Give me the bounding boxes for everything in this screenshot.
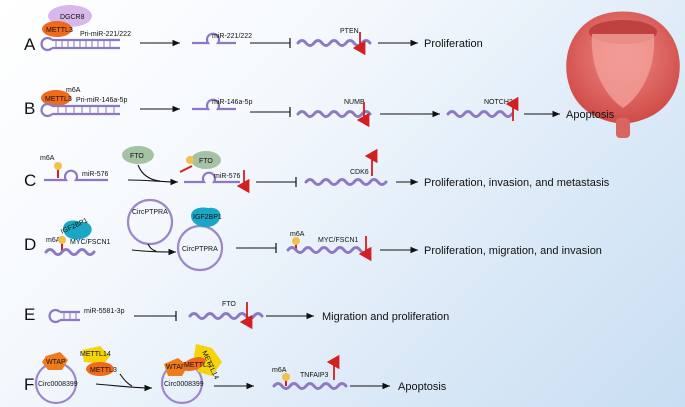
m6a-label: m6A [46,237,61,244]
m6a-bead [54,162,62,170]
igf2bp1-protein [63,220,92,240]
target-label: FTO [222,301,236,308]
arrow [119,373,133,387]
mirna-label: miR-5581-3p [84,308,125,315]
row-letter-c: C [24,171,36,190]
m6a-bead [186,156,194,164]
arrow [137,164,161,182]
wtap2-label: WTAP [166,364,186,371]
target-label: TNFAIP3 [300,372,329,379]
fto-protein [191,151,221,169]
mettl14-label: METTL14 [80,351,111,358]
wtap-protein [164,358,188,376]
mature-mirna [192,32,236,45]
mrna-wave [286,246,370,254]
circrna-label: CircPTPRA [132,209,168,216]
fto-protein [122,146,154,164]
outcome-label: Proliferation, invasion, and metastasis [424,177,610,189]
row-a: A DGCR8 METTL3 Pri-miR-221/222 miR-221/2… [24,5,483,56]
arrow [131,248,177,256]
target-label: CDK6 [350,169,369,176]
mrna-wave [188,312,264,320]
outcome-label: Apoptosis [566,109,615,121]
row-e: E miR-5581-3p FTO Migration and prolifer… [24,301,449,330]
mirna [44,169,108,182]
dgcr8-label: DGCR8 [60,14,85,21]
mrna-wave [446,110,514,118]
target-label: PTEN [340,28,359,35]
row-letter-e: E [24,305,35,324]
row-letter-a: A [24,35,36,54]
mettl3-label: METTL3 [90,367,117,374]
row-letter-b: B [24,99,35,118]
row-b: B m6A METTL3 Pri-miR-146a-5p miR-146a-5p… [24,87,615,128]
mrna-label: MYC/FSCN1 [70,239,111,246]
arrow [127,178,179,186]
mature-mirna-label: miR-146a-5p [212,99,253,106]
m6a-bead [58,236,66,244]
mirna2-label: miR-576 [214,173,241,180]
mettl14-protein [82,346,110,364]
row-letter-d: D [24,235,36,254]
target1-label: NUMB [344,99,365,106]
mettl3-protein [41,90,71,106]
bladder-illustration [566,11,680,138]
pri-mirna-hairpin [40,36,120,52]
mettl3-protein [182,357,206,371]
pri-mirna-label: Pri-miR-221/222 [80,31,131,38]
outcome-label: Migration and proliferation [322,311,449,323]
m6a-bead [292,237,300,245]
mirna-label: miR-576 [82,171,109,178]
mettl3-protein [42,21,72,37]
mettl14-protein [194,344,222,376]
mettl3-label: METTL3 [46,27,73,34]
m6a2-label: m6A [290,231,305,238]
mrna-wave [44,248,96,256]
wtap-label: WTAP [46,359,66,366]
igf2bp1-protein [191,207,221,228]
row-letter-f: F [24,375,34,394]
pri-mirna-hairpin [40,102,120,118]
mrna-wave [272,382,348,390]
m6a-bead [282,373,290,381]
circrna-label: Circ0008399 [38,381,78,388]
circrna [126,198,174,246]
arrow [147,243,157,252]
mirna-hairpin [48,308,80,324]
mettl3-2-label: METTL3 [184,362,211,369]
igf2bp1-2-label: IGF2BP1 [193,214,222,221]
pri-mirna-label: Pri-miR-146a-5p [76,97,127,104]
m6a-label: m6A [40,155,55,162]
target-label: MYC/FSCN1 [318,237,359,244]
fto2-label: FTO [199,158,213,165]
row-d: D IGF2BP1 m6A MYC/FSCN1 CircPTPRA CircPT… [24,198,602,272]
mature-mirna-label: miR-221/222 [212,33,252,40]
circrna2-label: Circ0008399 [164,381,204,388]
mature-mirna [192,98,236,111]
fto-label: FTO [130,153,144,160]
mrna-wave [296,110,372,118]
outcome-label: Proliferation, migration, and invasion [424,245,602,257]
mettl3-label: METTL3 [45,96,72,103]
row-f: F Circ0008399 WTAP METTL14 METTL3 Circ00… [24,344,447,405]
row-c: C m6A miR-576 FTO FTO miR-576 CDK6 Proli… [24,146,610,194]
m6a-label: m6A [272,367,287,374]
outcome-label: Proliferation [424,38,483,50]
target2-label: NOTCH2 [484,99,513,106]
m6a-label: m6A [66,87,81,94]
mettl3-protein [86,362,114,376]
arrow [95,383,153,392]
wtap-protein [42,352,68,370]
circrna2-label: CircPTPRA [182,246,218,253]
outcome-label: Apoptosis [398,381,447,393]
mrna-wave [304,178,388,186]
mirna [184,171,240,184]
